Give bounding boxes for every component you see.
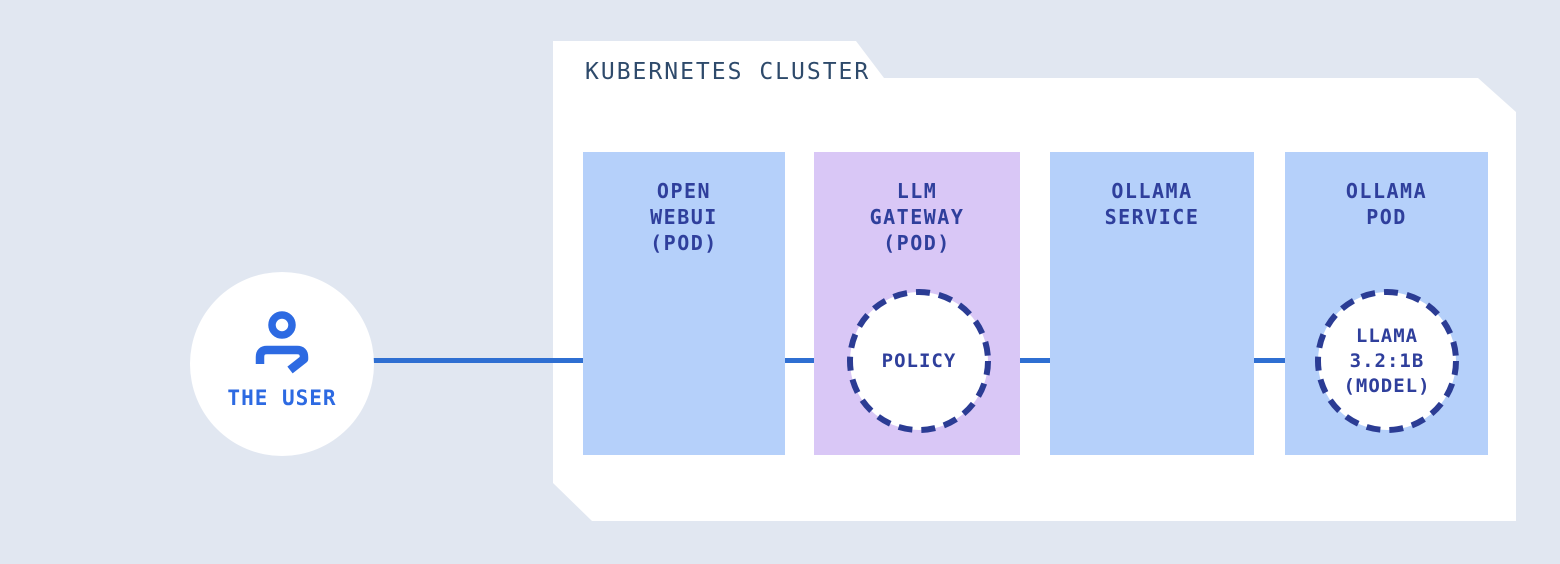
llama-model-badge: LLAMA 3.2:1B (MODEL) (1311, 285, 1463, 437)
badge-label: POLICY (881, 349, 957, 372)
connector-openwebui-to-gateway (785, 358, 815, 363)
node-ollama-service: OLLAMA SERVICE (1050, 152, 1254, 455)
cluster-title: KUBERNETES CLUSTER (585, 59, 871, 85)
connector-service-to-pod (1254, 358, 1286, 363)
dashed-circle (847, 289, 991, 433)
connector-gateway-to-service (1020, 358, 1051, 363)
badge-label: LLAMA 3.2:1B (MODEL) (1343, 324, 1431, 397)
user-label: THE USER (227, 386, 337, 410)
node-label: OLLAMA SERVICE (1104, 179, 1200, 229)
person-icon (255, 311, 309, 374)
node-label: LLM GATEWAY (POD) (869, 179, 965, 255)
node-label: OPEN WEBUI (POD) (650, 179, 718, 255)
node-open-webui-pod: OPEN WEBUI (POD) (583, 152, 785, 455)
connector-user-to-openwebui (366, 358, 584, 363)
the-user-node: THE USER (190, 272, 374, 456)
dashed-circle (1315, 289, 1459, 433)
policy-badge: POLICY (843, 285, 995, 437)
node-llm-gateway-pod: LLM GATEWAY (POD) POLICY (814, 152, 1020, 455)
node-ollama-pod: OLLAMA POD LLAMA 3.2:1B (MODEL) (1285, 152, 1488, 455)
node-label: OLLAMA POD (1345, 179, 1428, 229)
